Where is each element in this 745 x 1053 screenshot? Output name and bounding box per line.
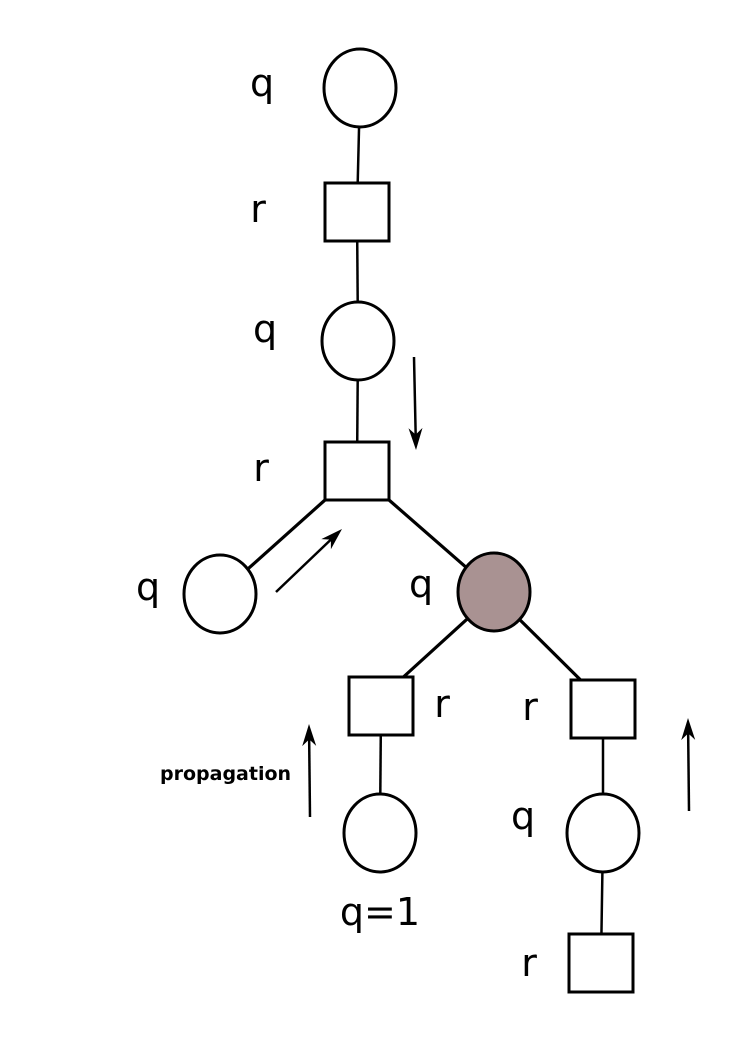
circle-node-n10 <box>565 792 641 874</box>
arrow-diagonal-head <box>321 529 342 550</box>
circle-node-n9 <box>342 792 418 874</box>
arrow-down-head <box>408 427 423 450</box>
node-label-n4: r <box>253 446 269 490</box>
circle-node-n5 <box>182 553 258 635</box>
arrow-down-shaft <box>412 356 418 443</box>
node-label-n7: r <box>434 682 450 726</box>
arrow-diagonal-icon <box>275 529 342 593</box>
arrow-up-left-head <box>302 724 317 747</box>
square-node-n4 <box>323 440 391 502</box>
node-label-n1: q <box>250 61 274 105</box>
node-label-n8: r <box>522 685 538 729</box>
edge-n4-n6 <box>387 498 468 569</box>
edge-n6-n7 <box>402 617 469 679</box>
edge-n1-n2 <box>356 126 361 184</box>
edge-n10-n11 <box>600 871 604 935</box>
edge-n6-n8 <box>518 618 582 682</box>
square-node-n11 <box>567 932 635 994</box>
edge-n4-n5 <box>246 498 327 571</box>
arrow-up-right-icon <box>681 718 696 812</box>
square-node-n7 <box>347 675 415 737</box>
node-label-n5: q <box>136 565 160 609</box>
arrow-up-left-shaft <box>307 731 312 818</box>
arrow-up-left-icon <box>302 724 317 818</box>
node-label-n9: q=1 <box>340 890 420 934</box>
circle-node-n1 <box>322 47 398 129</box>
node-label-n2: r <box>250 187 266 231</box>
square-node-n8 <box>569 678 637 740</box>
edges-layer <box>246 126 605 935</box>
node-label-n10: q <box>511 794 535 838</box>
arrow-up-right-head <box>681 718 696 741</box>
arrows-layer <box>275 356 696 818</box>
square-node-n2 <box>323 181 391 243</box>
node-label-n3: q <box>253 307 277 351</box>
arrow-down-icon <box>408 356 423 450</box>
labels-layer: q r q r q q r r q=1 q r <box>136 61 538 985</box>
node-label-n11: r <box>521 941 537 985</box>
nodes-layer <box>182 47 641 994</box>
propagation-label: propagation <box>160 763 291 785</box>
circle-node-n3 <box>320 300 396 382</box>
arrow-diagonal-shaft <box>275 533 338 593</box>
highlighted-circle-node-n6 <box>456 551 532 633</box>
node-label-n6: q <box>409 562 433 606</box>
arrow-up-right-shaft <box>686 725 691 812</box>
